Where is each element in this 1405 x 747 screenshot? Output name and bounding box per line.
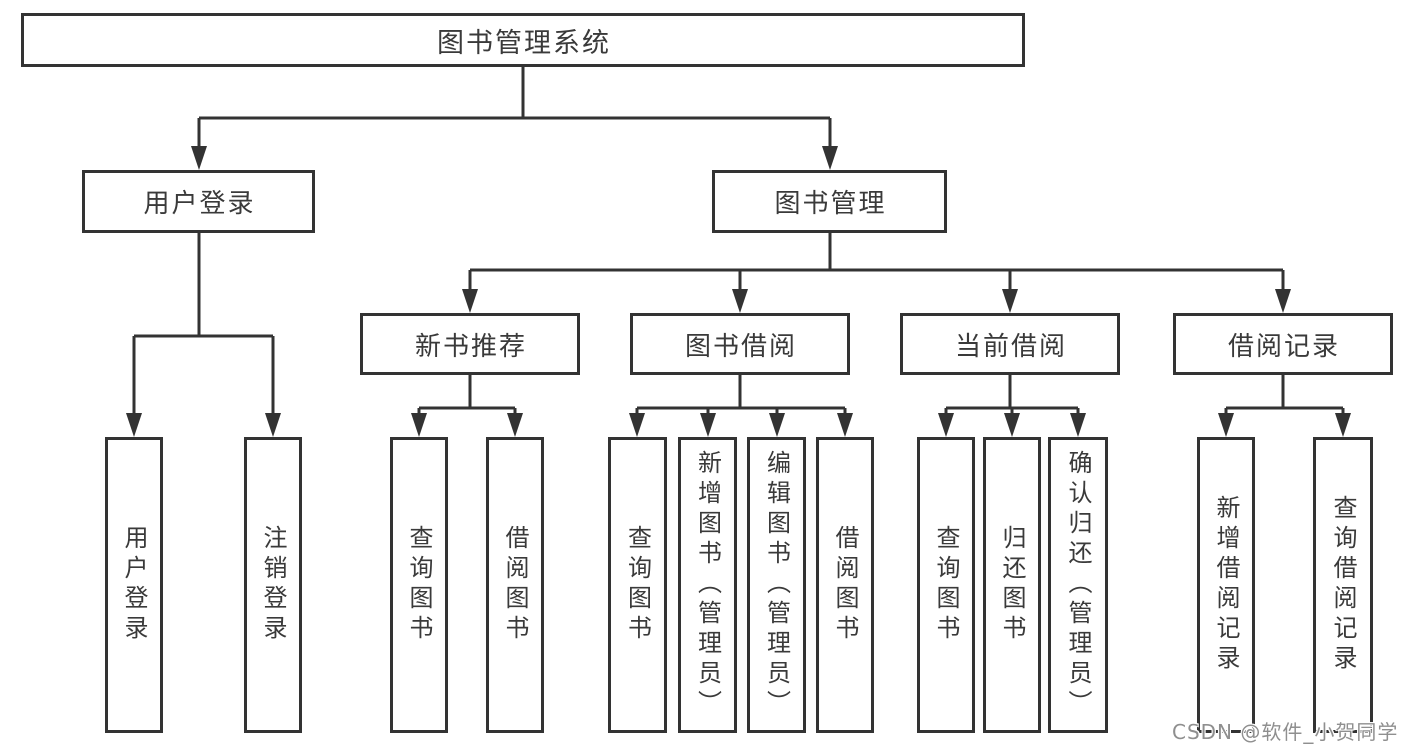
node-current-borrow: 当前借阅 bbox=[900, 313, 1120, 375]
leaf-query-books-recommend: 查询图书 bbox=[390, 437, 448, 733]
leaf-confirm-return-admin: 确认归还（管理员） bbox=[1048, 437, 1108, 733]
leaf-query-borrow-record: 查询借阅记录 bbox=[1313, 437, 1373, 733]
leaf-borrow-books-label: 借阅图书 bbox=[831, 525, 859, 645]
leaf-add-borrow-record: 新增借阅记录 bbox=[1197, 437, 1255, 733]
connector-new-book-recommend-to-leaves bbox=[417, 375, 517, 416]
node-borrow-records: 借阅记录 bbox=[1173, 313, 1393, 375]
node-book-borrow: 图书借阅 bbox=[630, 313, 850, 375]
leaf-query-books-recommend-label: 查询图书 bbox=[405, 525, 433, 645]
leaf-borrow-books-recommend-label: 借阅图书 bbox=[501, 525, 529, 645]
leaf-edit-books-admin-label: 编辑图书（管理员） bbox=[762, 450, 791, 720]
connector-user-login-to-leaves bbox=[132, 233, 275, 416]
arrowheads bbox=[126, 146, 1351, 437]
leaf-user-login: 用户登录 bbox=[105, 437, 163, 733]
leaf-logout-label: 注销登录 bbox=[259, 525, 287, 645]
connector-book-borrow-to-leaves bbox=[635, 375, 847, 416]
leaf-add-borrow-record-label: 新增借阅记录 bbox=[1212, 495, 1240, 675]
connector-book-management-to-level3 bbox=[468, 233, 1285, 292]
leaf-query-borrow-record-label: 查询借阅记录 bbox=[1329, 495, 1357, 675]
leaf-edit-books-admin: 编辑图书（管理员） bbox=[747, 437, 806, 733]
leaf-query-books-borrow-label: 查询图书 bbox=[623, 525, 652, 645]
csdn-watermark: CSDN @软件_小贺同学 bbox=[1172, 720, 1399, 744]
connector-root-to-level2 bbox=[197, 67, 832, 150]
leaf-return-books: 归还图书 bbox=[983, 437, 1041, 733]
leaf-query-books-current: 查询图书 bbox=[917, 437, 975, 733]
node-book-management: 图书管理 bbox=[712, 170, 947, 233]
leaf-user-login-label: 用户登录 bbox=[120, 525, 148, 645]
node-library-management-system: 图书管理系统 bbox=[21, 13, 1025, 67]
leaf-add-books-admin-label: 新增图书（管理员） bbox=[693, 450, 722, 720]
leaf-borrow-books: 借阅图书 bbox=[816, 437, 874, 733]
leaf-query-books-current-label: 查询图书 bbox=[932, 525, 960, 645]
connector-current-borrow-to-leaves bbox=[944, 375, 1080, 416]
connector-borrow-records-to-leaves bbox=[1224, 375, 1345, 416]
leaf-logout: 注销登录 bbox=[244, 437, 302, 733]
node-user-login: 用户登录 bbox=[82, 170, 315, 233]
leaf-add-books-admin: 新增图书（管理员） bbox=[678, 437, 737, 733]
leaf-query-books-borrow: 查询图书 bbox=[608, 437, 667, 733]
leaf-return-books-label: 归还图书 bbox=[998, 525, 1026, 645]
node-new-book-recommend: 新书推荐 bbox=[360, 313, 580, 375]
leaf-borrow-books-recommend: 借阅图书 bbox=[486, 437, 544, 733]
leaf-confirm-return-admin-label: 确认归还（管理员） bbox=[1064, 450, 1092, 720]
